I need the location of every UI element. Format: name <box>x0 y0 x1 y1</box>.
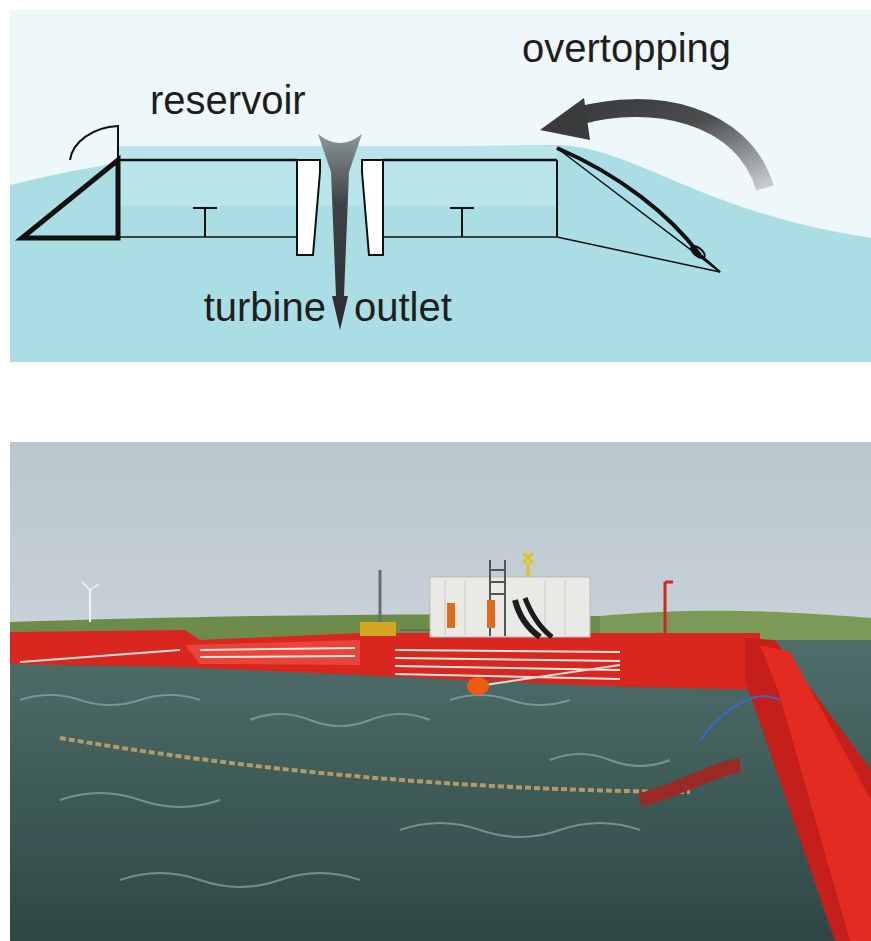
sea-water <box>10 145 871 362</box>
mooring-line <box>478 665 620 686</box>
overtopping-label: overtopping <box>522 28 731 68</box>
outlet-label: outlet <box>354 287 452 327</box>
diagram-background <box>10 10 871 362</box>
buoy <box>467 677 489 695</box>
stiffener <box>450 208 474 237</box>
barge-ramp <box>185 640 360 665</box>
barge-wall <box>10 630 760 690</box>
ramp-bottom <box>557 237 720 272</box>
hull-bottom <box>22 236 297 238</box>
ramp-tip <box>690 248 720 272</box>
wind-turbine <box>82 582 99 601</box>
rope <box>60 738 690 792</box>
barge-arm <box>745 638 871 941</box>
overtopping-arrow <box>578 108 765 188</box>
turbine-label: turbine <box>204 287 326 327</box>
stiffener <box>193 208 217 237</box>
ramp <box>557 148 700 255</box>
control-container <box>430 577 590 637</box>
railing-post <box>665 582 673 636</box>
hose <box>640 765 740 800</box>
cables <box>525 598 552 637</box>
deck-line <box>118 159 297 162</box>
worker <box>447 603 455 628</box>
ramp-line <box>557 148 720 272</box>
bulkhead <box>556 160 558 237</box>
left-reflector <box>22 160 118 238</box>
photo-sky <box>10 442 871 941</box>
deck-equipment <box>360 622 396 636</box>
overtopping-arrowhead <box>540 98 590 140</box>
mast <box>379 570 382 622</box>
turbine-wall <box>362 160 383 255</box>
hull-outline <box>22 126 720 272</box>
ramp-tip <box>689 244 706 260</box>
mooring-line <box>20 650 180 662</box>
deck-line <box>383 159 557 162</box>
hull-bottom <box>383 236 557 238</box>
reservoir-label: reservoir <box>150 80 306 120</box>
worker <box>487 600 495 628</box>
railing <box>400 629 430 631</box>
reflector-flap <box>70 126 118 160</box>
cable <box>700 696 780 740</box>
barge-arm-top <box>760 645 871 941</box>
turbine-wall <box>297 160 320 255</box>
marker-sign <box>523 553 533 577</box>
